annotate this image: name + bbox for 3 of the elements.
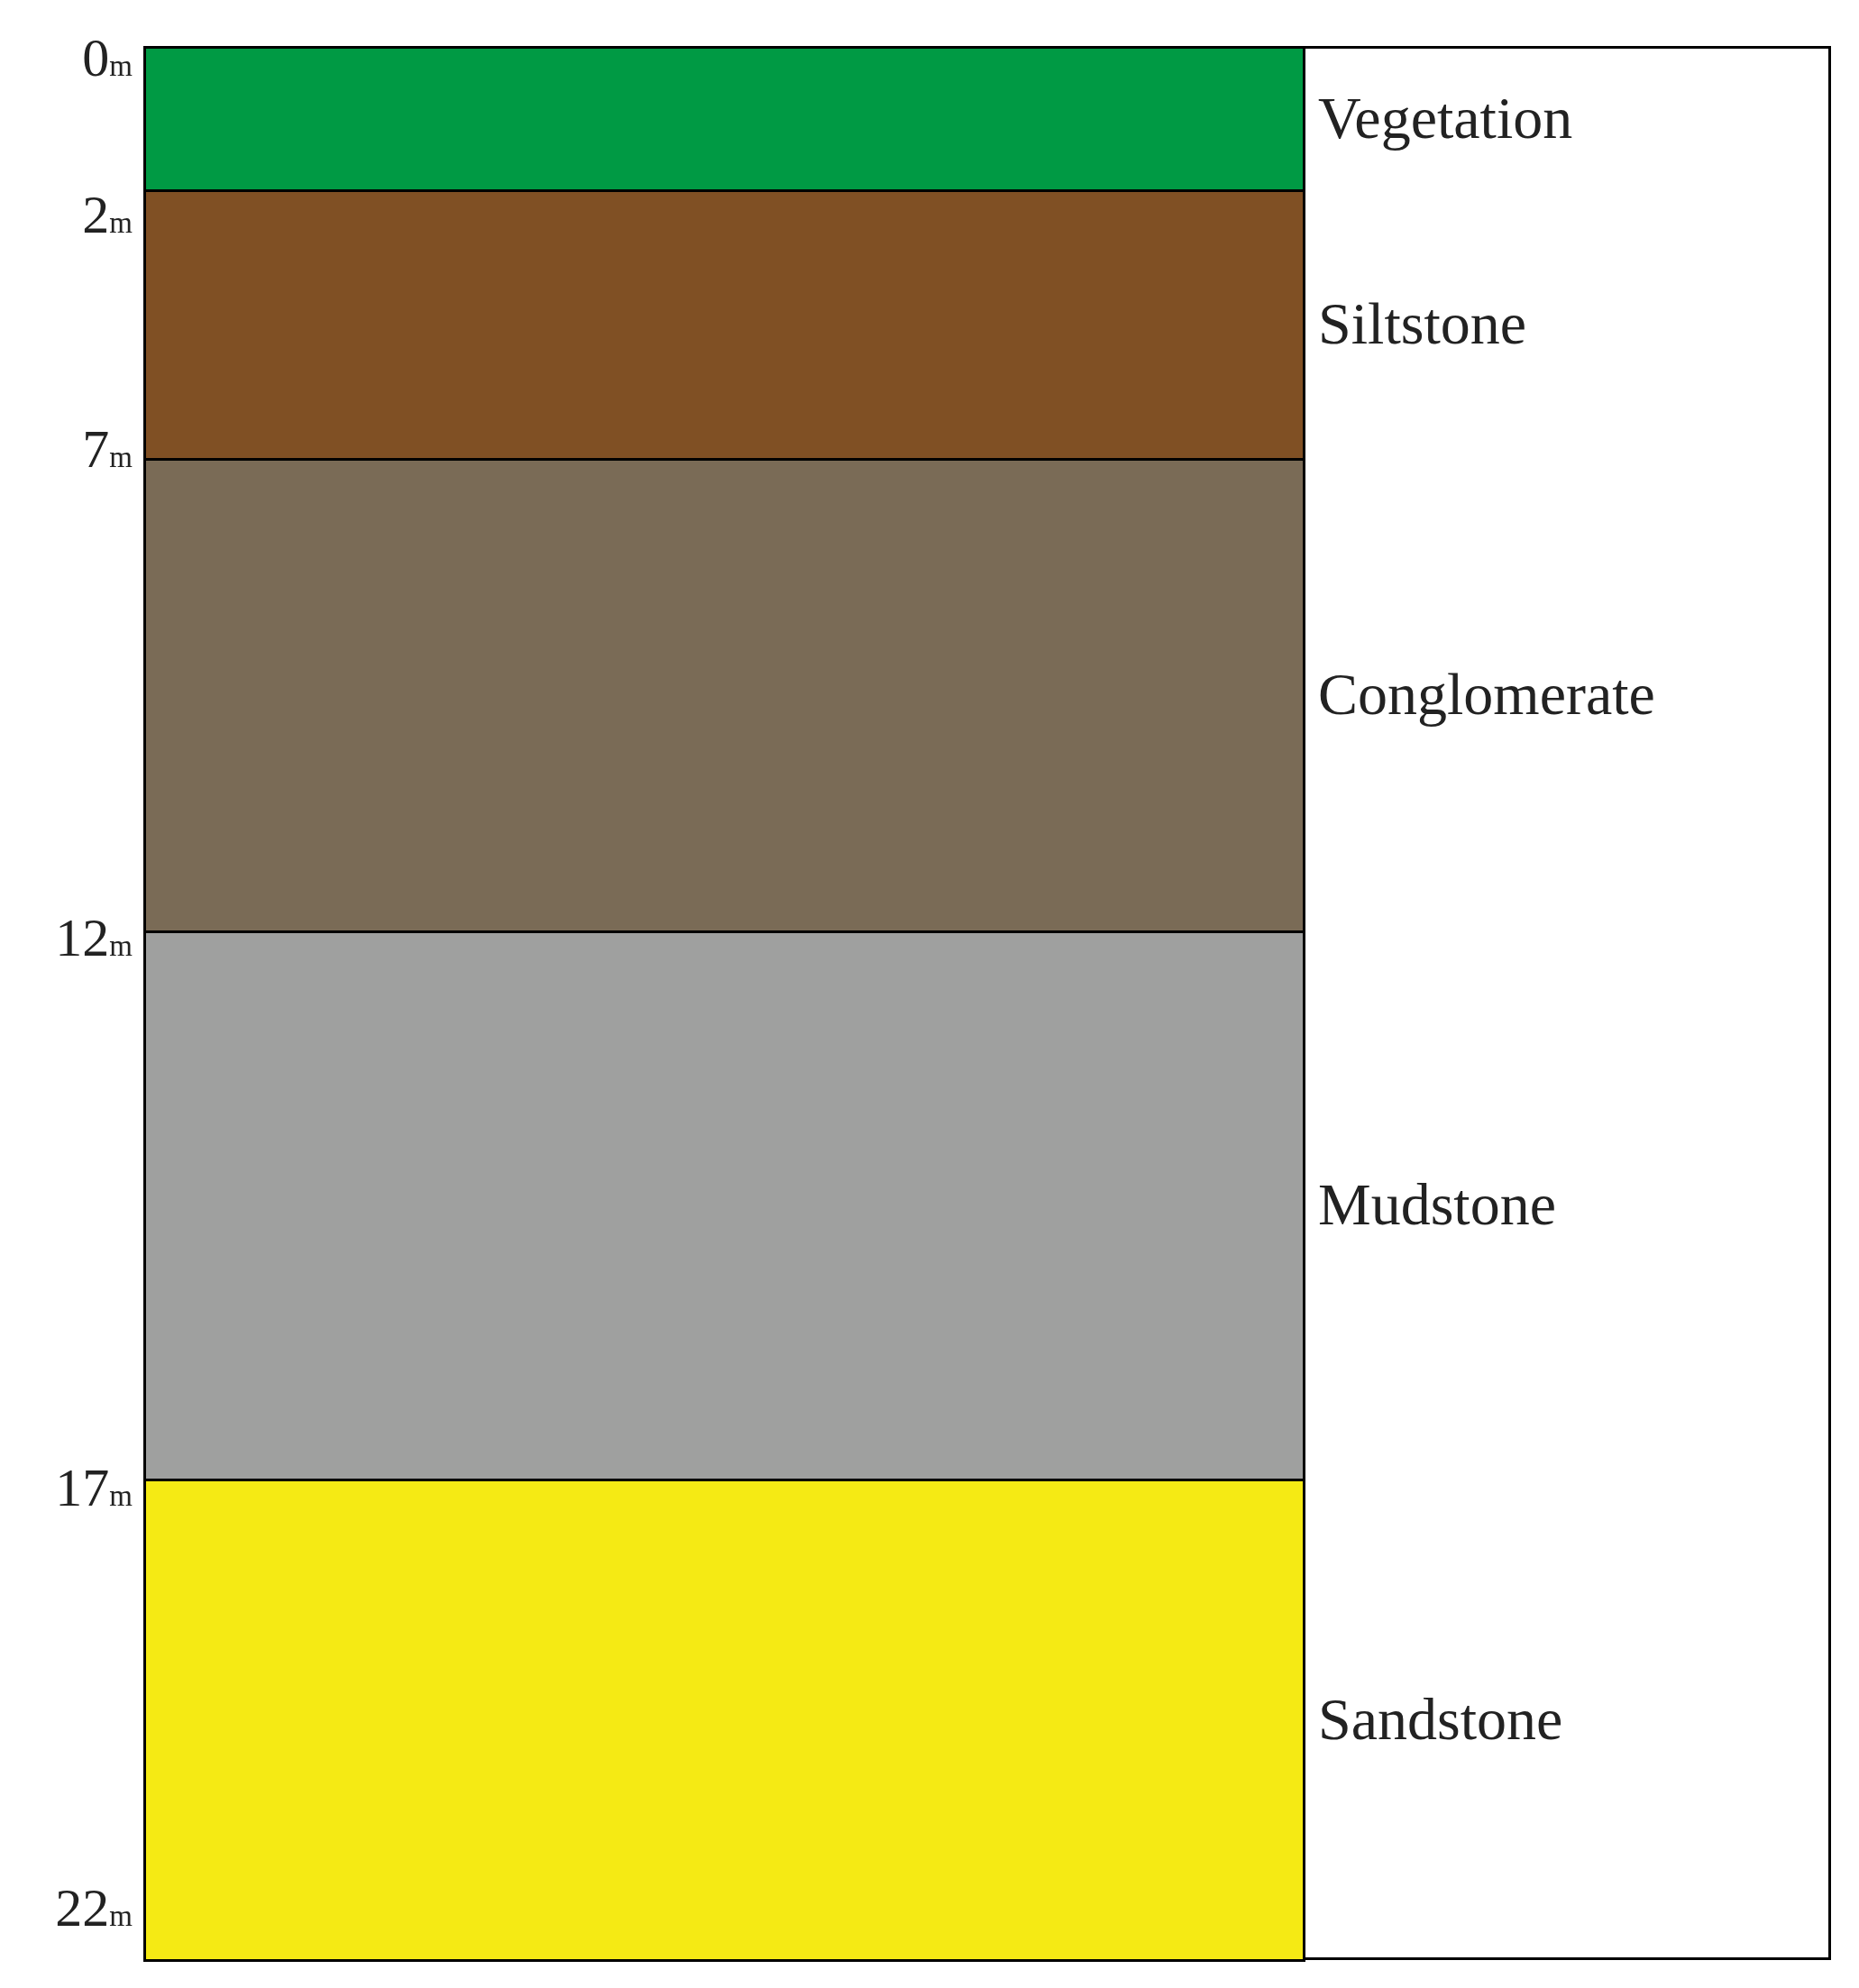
layer-name: Sandstone (1318, 1689, 1563, 1749)
layer-name: Mudstone (1318, 1175, 1556, 1234)
layer-name: Siltstone (1318, 294, 1527, 353)
